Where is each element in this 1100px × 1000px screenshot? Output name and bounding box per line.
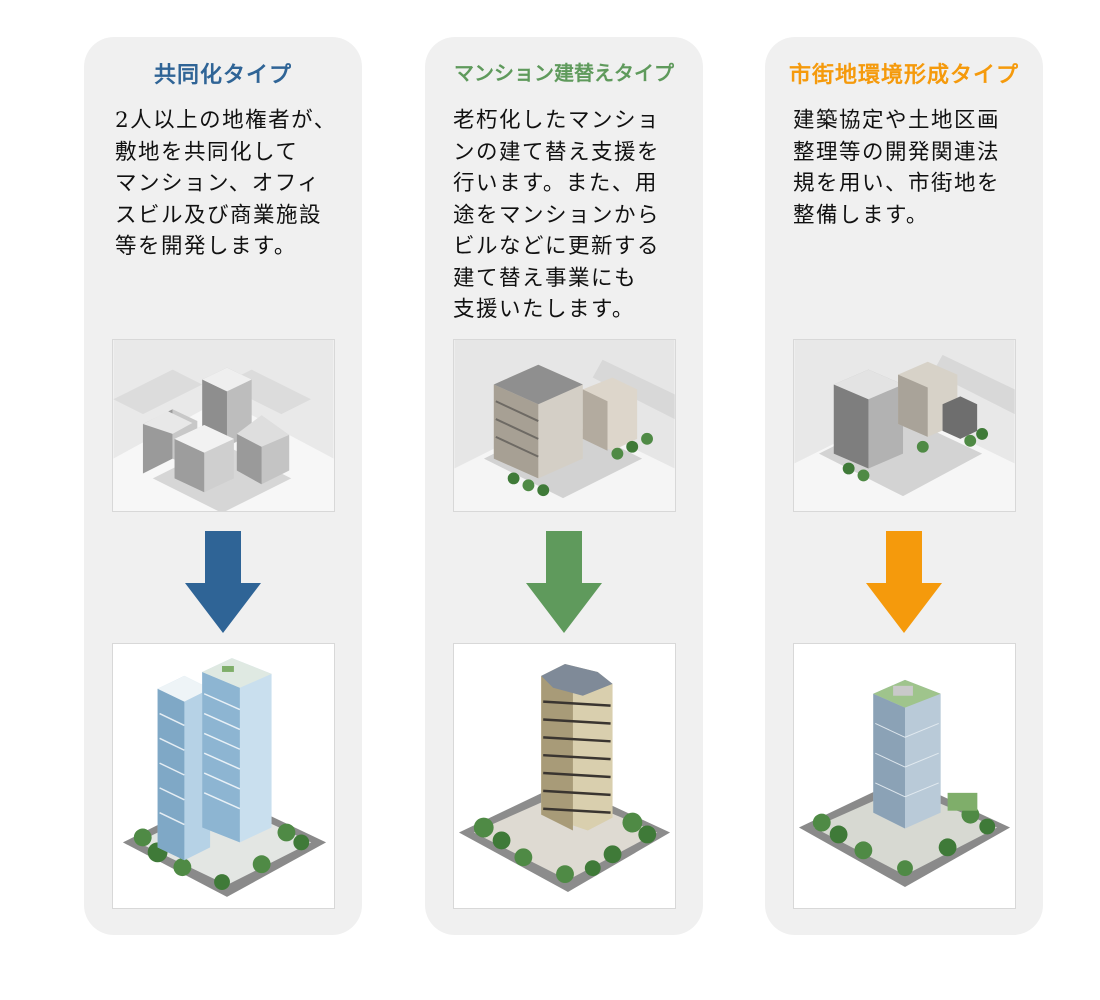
card-title: 市街地環境形成タイプ <box>788 62 1019 88</box>
down-arrow-icon <box>866 531 942 633</box>
card-kyodoka-type: 共同化タイプ 2人以上の地権者が、 敷地を共同化して マンション、オフィ スビル… <box>84 37 362 935</box>
after-illustration <box>453 643 676 909</box>
small-buildings-illustration <box>113 340 334 511</box>
card-description: 2人以上の地権者が、 敷地を共同化して マンション、オフィ スビル及び商業施設 … <box>115 108 337 259</box>
twin-tower-illustration <box>113 644 334 908</box>
after-illustration <box>793 643 1016 909</box>
new-mansion-tower-illustration <box>454 644 675 908</box>
card-mansion-rebuild-type: マンション建替えタイプ 老朽化したマンショ ンの建て替え支援を 行います。また、… <box>425 37 703 935</box>
after-illustration <box>112 643 335 909</box>
before-illustration <box>453 339 676 512</box>
card-urban-environment-type: 市街地環境形成タイプ 建築協定や土地区画 整理等の開発関連法 規を用い、市街地を… <box>765 37 1043 935</box>
old-mansion-illustration <box>454 340 675 511</box>
before-illustration <box>112 339 335 512</box>
before-illustration <box>793 339 1016 512</box>
card-description: 老朽化したマンショ ンの建て替え支援を 行います。また、用 途をマンションから … <box>453 108 661 322</box>
down-arrow-icon <box>526 531 602 633</box>
down-arrow-icon <box>185 531 261 633</box>
card-title: 共同化タイプ <box>153 62 292 88</box>
card-title: マンション建替えタイプ <box>454 61 674 85</box>
glass-office-tower-illustration <box>794 644 1015 908</box>
card-description: 建築協定や土地区画 整理等の開発関連法 規を用い、市街地を 整備します。 <box>793 108 1001 228</box>
scattered-buildings-illustration <box>794 340 1015 511</box>
